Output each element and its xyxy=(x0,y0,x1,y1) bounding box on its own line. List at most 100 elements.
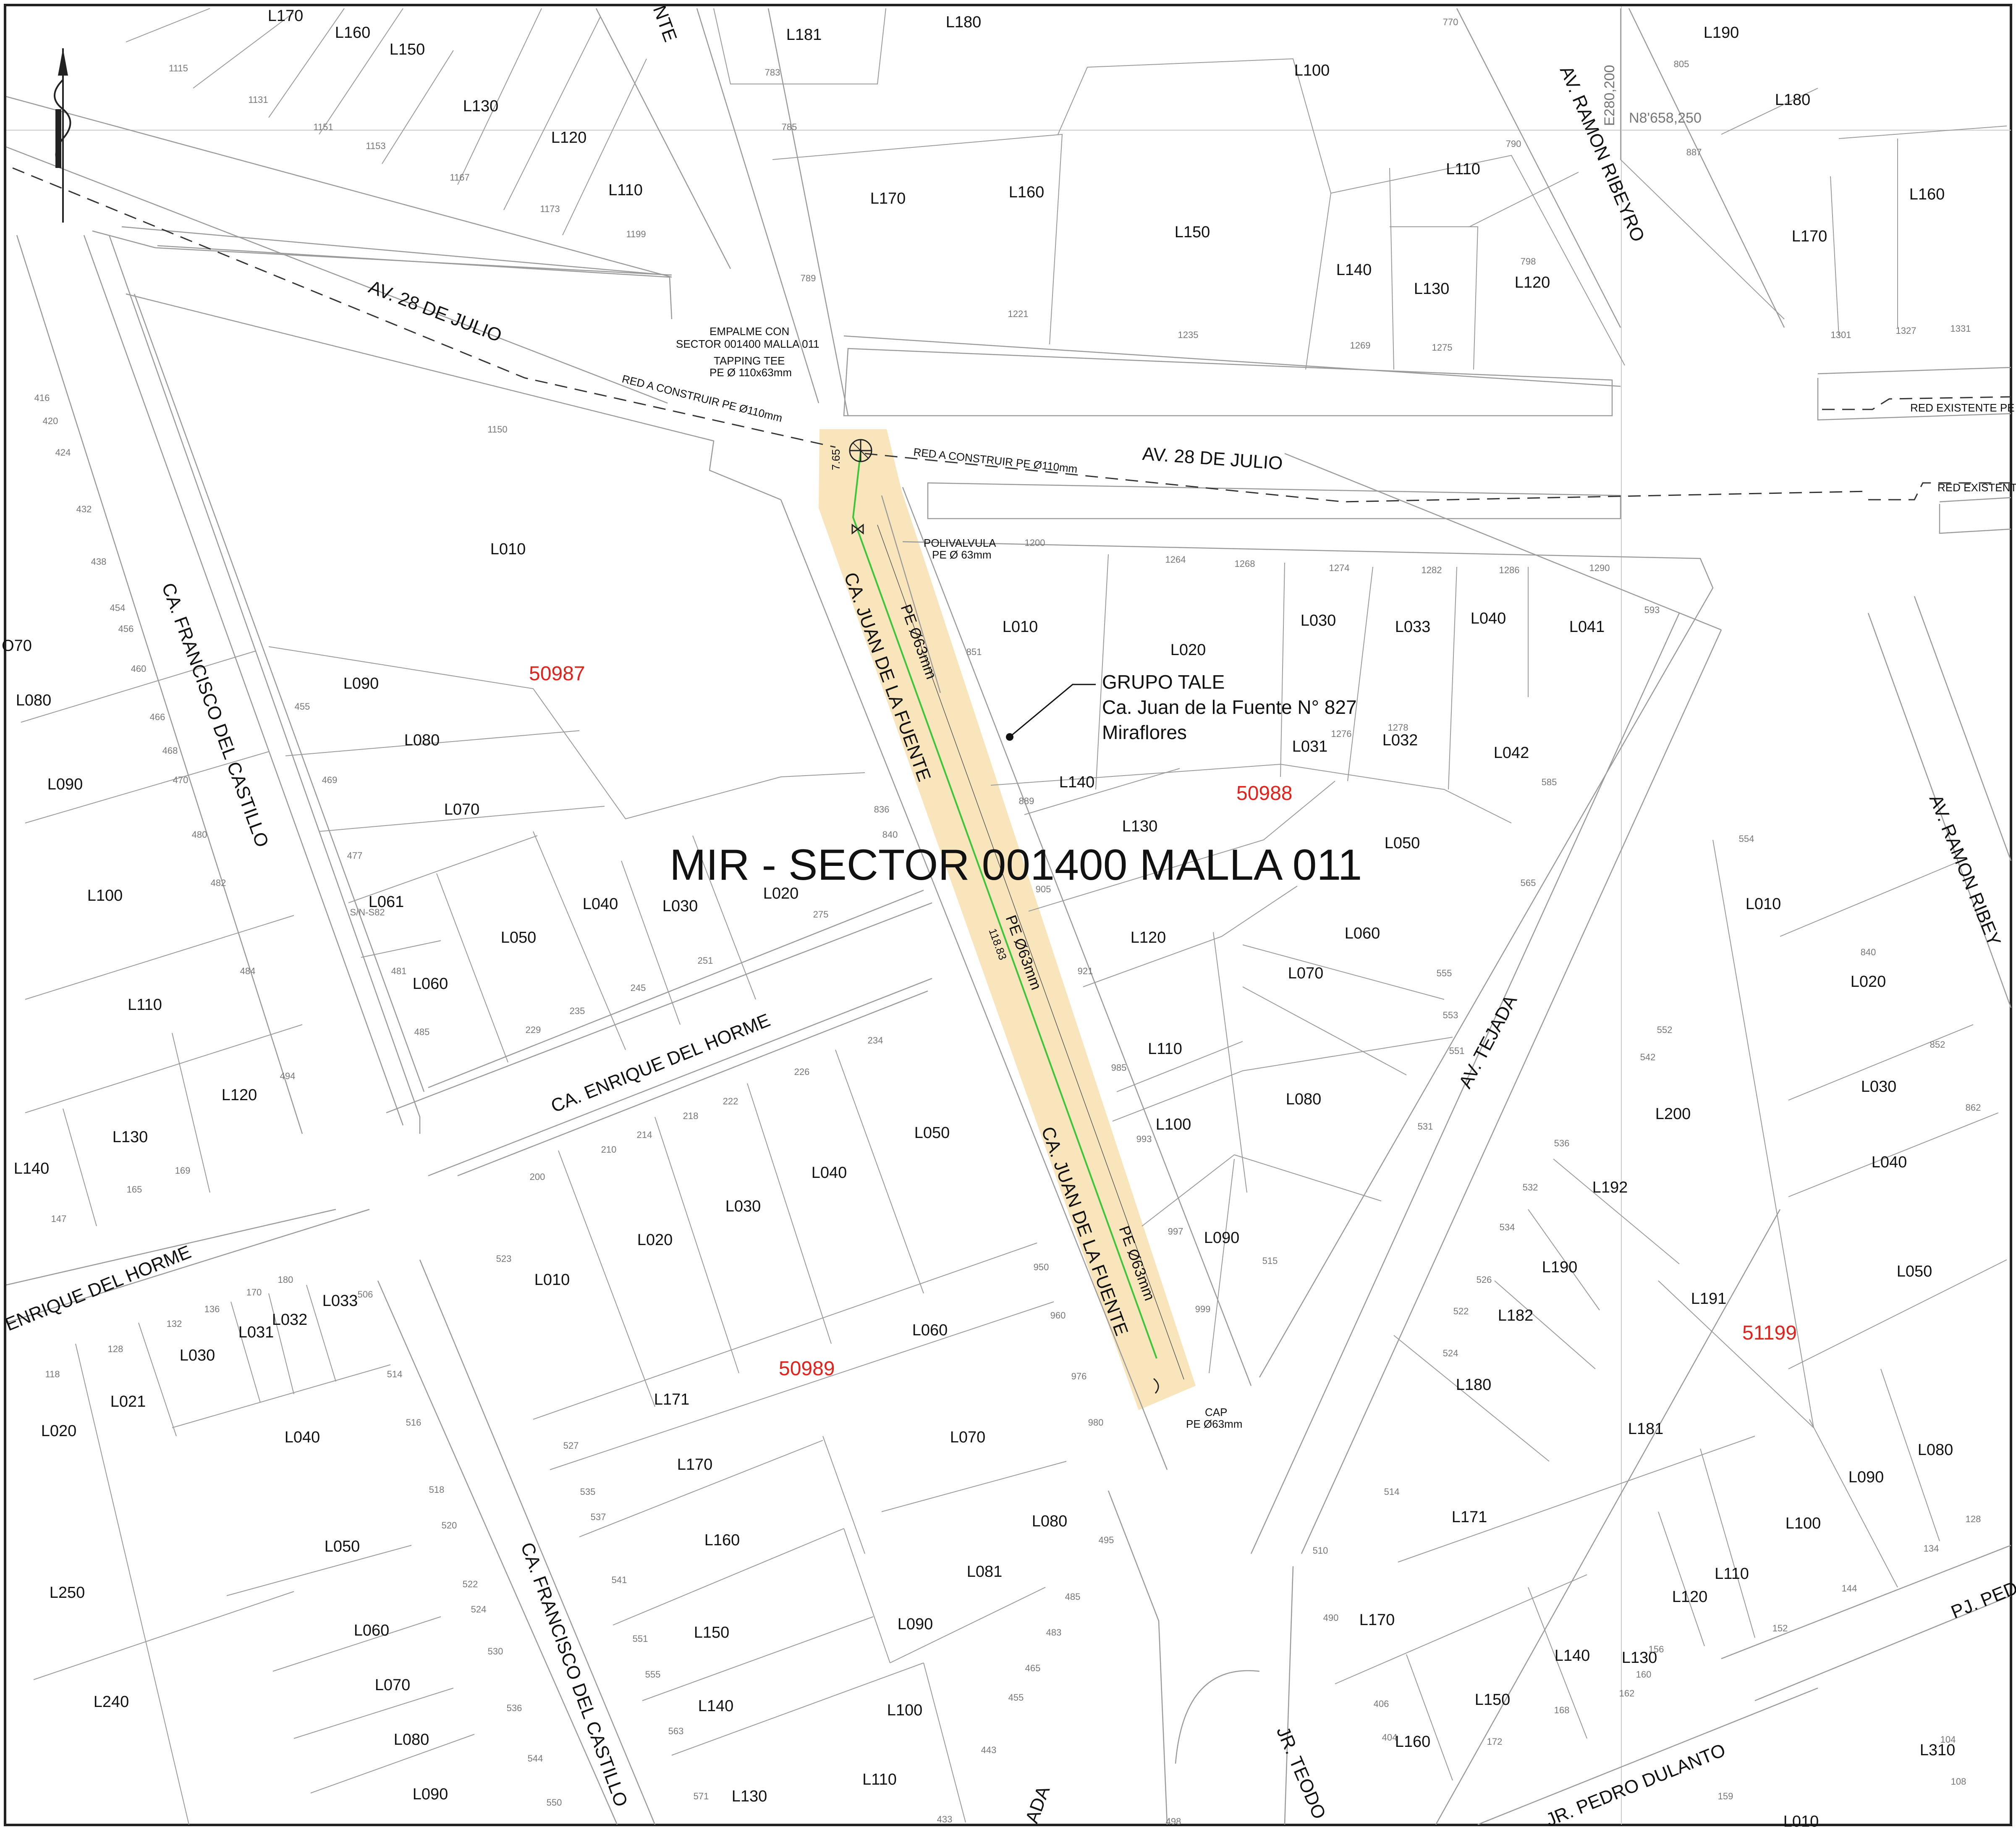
parcel-number: 482 xyxy=(211,878,226,888)
parcel-number: 790 xyxy=(1506,139,1521,149)
parcel-number: 524 xyxy=(1443,1348,1458,1358)
red-construir-label-1: RED A CONSTRUIR PE Ø110mm xyxy=(621,372,784,425)
lot-label: L010 xyxy=(534,1271,570,1289)
parcel-number: 1264 xyxy=(1165,554,1186,565)
lot-label: L090 xyxy=(47,776,83,793)
lot-label: L181 xyxy=(786,26,822,44)
lot-label: L030 xyxy=(1861,1078,1897,1096)
parcel-number: 516 xyxy=(406,1417,422,1428)
parcel-number: 128 xyxy=(1966,1514,1981,1524)
parcel-number: 1131 xyxy=(248,94,268,105)
parcel-number: 433 xyxy=(937,1814,953,1825)
parcel-number: 147 xyxy=(51,1214,67,1224)
parcel-number: 515 xyxy=(1262,1256,1278,1266)
parcel-number: 477 xyxy=(347,850,363,861)
lot-label: L031 xyxy=(238,1324,274,1341)
lot-label: L160 xyxy=(704,1531,740,1549)
lot-label: L160 xyxy=(1395,1733,1431,1751)
lot-label: L060 xyxy=(1345,925,1380,942)
pipe-pe-63 xyxy=(852,451,1184,1380)
parcel-number: 1221 xyxy=(1008,309,1029,319)
polivalvula-label-2: PE Ø 63mm xyxy=(932,548,992,561)
parcel-number: 783 xyxy=(765,67,780,78)
parcel-number: 514 xyxy=(1384,1487,1400,1497)
parcel-number: 532 xyxy=(1523,1182,1538,1193)
parcel-number: 950 xyxy=(1034,1262,1049,1272)
parcel-number: 234 xyxy=(868,1035,883,1046)
parcel-number: 1200 xyxy=(1025,537,1045,548)
lot-label: L010 xyxy=(1003,618,1038,636)
lot-label: L020 xyxy=(763,885,799,902)
lot-label: L310 xyxy=(1920,1741,1956,1759)
parcel-number: 152 xyxy=(1773,1623,1788,1633)
lot-label: L171 xyxy=(654,1391,690,1408)
lot-label: L182 xyxy=(1498,1307,1534,1324)
lot-label: L150 xyxy=(694,1624,730,1641)
project-zone-highlight xyxy=(819,429,1196,1410)
parcel-number: 460 xyxy=(131,663,147,674)
red-existente-label-2: RED EXISTENTE xyxy=(1937,481,2016,494)
cap-label-1: CAP xyxy=(1205,1406,1227,1418)
lot-label: L100 xyxy=(887,1702,923,1719)
street-pj-pedro: PJ. PED xyxy=(1948,1578,2016,1623)
parcel-number: 537 xyxy=(591,1512,606,1522)
company-name: GRUPO TALE xyxy=(1102,671,1225,693)
lot-label: L081 xyxy=(967,1563,1003,1581)
parcel-number: 251 xyxy=(698,955,713,966)
parcel-number: 156 xyxy=(1649,1644,1664,1654)
parcel-number: 531 xyxy=(1418,1121,1433,1132)
parcel-number: 836 xyxy=(874,804,890,815)
parcel-number: 495 xyxy=(1099,1535,1114,1545)
lot-label: L150 xyxy=(1475,1691,1511,1709)
lot-label: L160 xyxy=(1909,186,1945,203)
parcel-number: 432 xyxy=(76,504,92,514)
lot-label: L150 xyxy=(390,41,425,58)
parcel-number: 128 xyxy=(108,1344,123,1354)
proposed-network xyxy=(12,167,2011,503)
parcel-number: 551 xyxy=(1449,1046,1465,1056)
lot-label: L180 xyxy=(1775,91,1811,109)
parcel-number: 1153 xyxy=(366,141,385,151)
lot-label: L070 xyxy=(444,801,480,818)
parcel-number: 118 xyxy=(45,1369,60,1379)
parcel-number: 1276 xyxy=(1331,729,1352,739)
parcel-number: 522 xyxy=(1453,1306,1469,1316)
cap-label-2: PE Ø63mm xyxy=(1186,1418,1242,1430)
lot-label: L171 xyxy=(1452,1508,1487,1526)
parcel-number: 889 xyxy=(1019,796,1034,806)
lot-label: L190 xyxy=(1542,1258,1578,1276)
lot-label: L130 xyxy=(463,97,499,115)
lot-label: L040 xyxy=(1471,610,1506,627)
street-francisco-upper: CA. FRANCISCO DEL CASTILLO xyxy=(158,580,273,850)
lot-label: L080 xyxy=(404,731,440,749)
parcel-number: 527 xyxy=(563,1440,579,1451)
lot-label: L180 xyxy=(946,13,982,31)
parcel-number: 905 xyxy=(1036,884,1051,894)
street-horme-mid: CA. ENRIQUE DEL HORME xyxy=(548,1010,773,1117)
lot-label: L110 xyxy=(862,1771,897,1788)
parcel-number: 165 xyxy=(127,1184,142,1195)
lot-label: L120 xyxy=(1131,929,1166,946)
lot-label: L050 xyxy=(325,1538,360,1555)
parcel-number: 563 xyxy=(668,1726,684,1736)
parcel-number: 789 xyxy=(801,273,816,283)
parcel-number: 1199 xyxy=(626,229,646,239)
parcel-number: 1286 xyxy=(1499,565,1520,575)
lot-label: L030 xyxy=(662,897,698,915)
parcel-number: 887 xyxy=(1686,147,1702,157)
cap-icon xyxy=(1153,1378,1159,1394)
empalme-label-1: EMPALME CON xyxy=(710,325,789,338)
lot-label: L150 xyxy=(1175,223,1210,241)
lot-label: L140 xyxy=(1336,261,1372,279)
parcel-number: 1278 xyxy=(1388,722,1409,733)
lot-label: L110 xyxy=(1446,160,1480,178)
parcel-number: 536 xyxy=(1554,1138,1570,1148)
lot-boundaries xyxy=(21,8,2007,1825)
parcel-number: 1331 xyxy=(1951,323,1971,334)
parcel-number: 999 xyxy=(1195,1304,1211,1314)
parcel-number: 455 xyxy=(295,701,310,712)
parcel-number: 960 xyxy=(1050,1310,1066,1321)
parcel-number: 214 xyxy=(637,1130,652,1140)
parcel-number: 456 xyxy=(118,624,134,634)
map-border xyxy=(4,4,2012,1826)
